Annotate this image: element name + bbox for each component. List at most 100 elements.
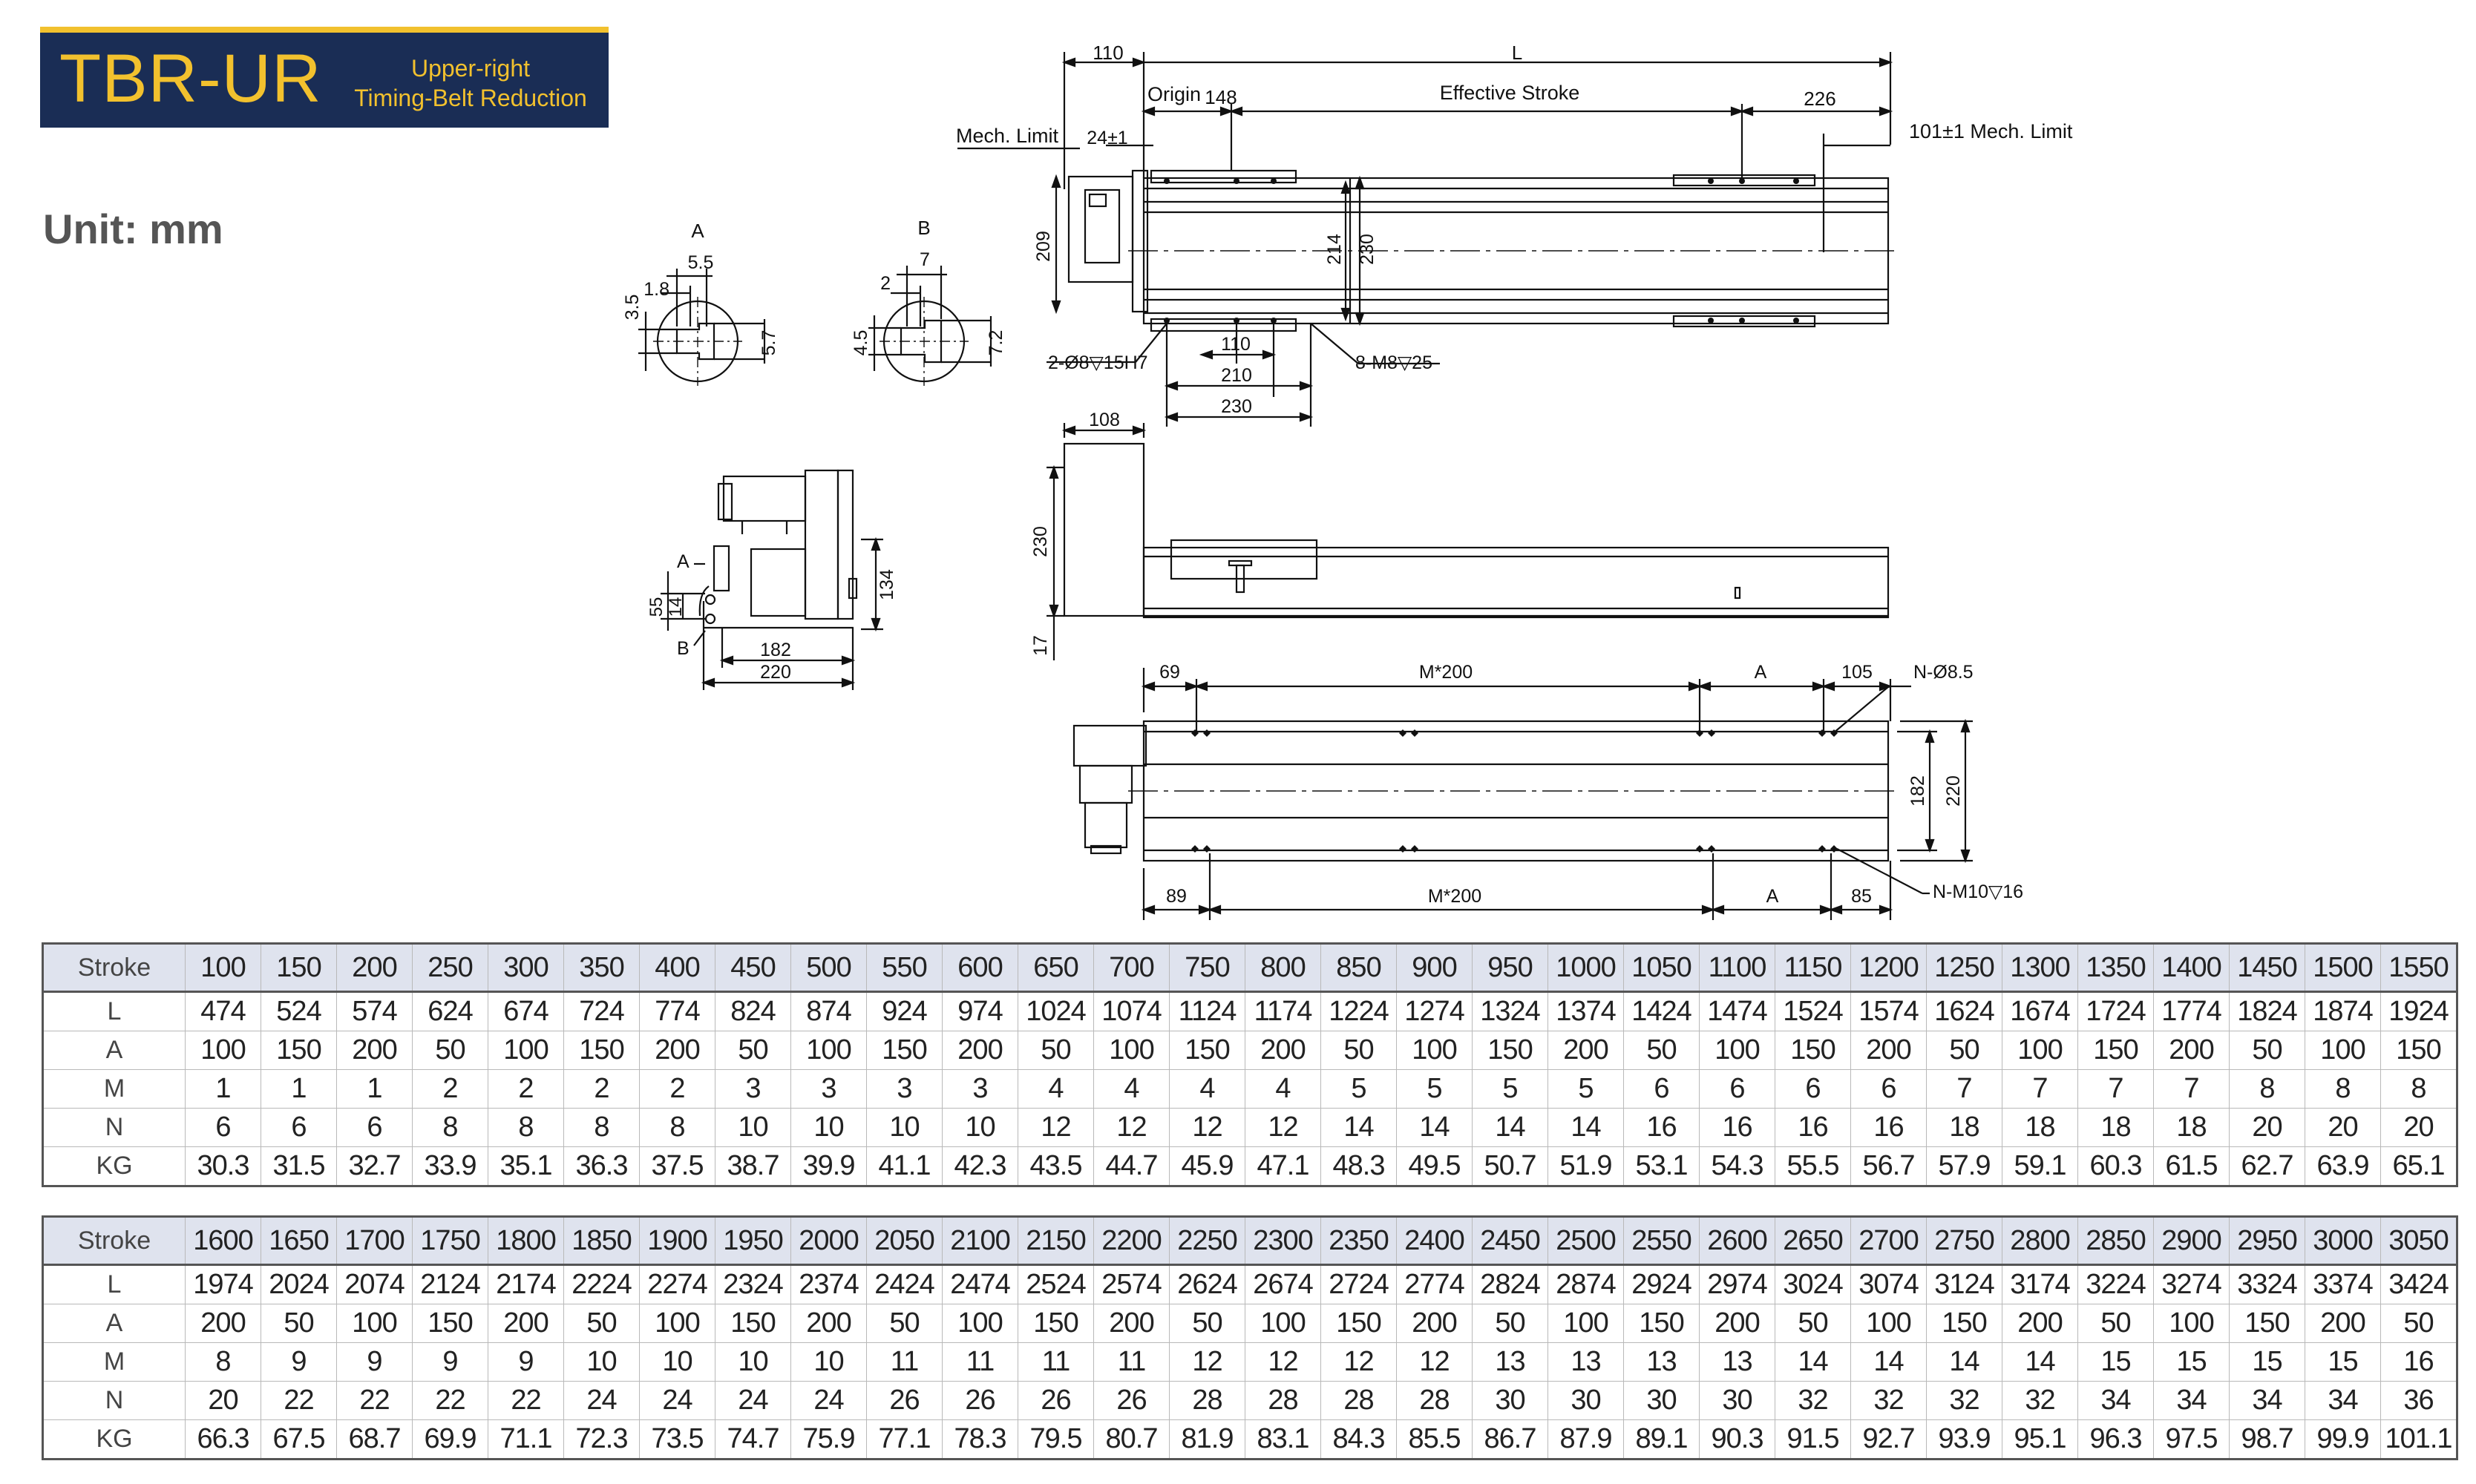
table-cell: 1174 <box>1245 991 1321 1031</box>
table-cell: 12 <box>1169 1108 1245 1147</box>
table-cell: 4 <box>1018 1069 1094 1109</box>
table-cell: 33.9 <box>412 1146 488 1186</box>
table-cell: 26 <box>1018 1381 1094 1420</box>
table-cell: 10 <box>790 1108 867 1147</box>
table-cell: 1400 <box>2153 943 2230 993</box>
table-cell: 100 <box>1245 1304 1321 1343</box>
mech-limit-left-label: Mech. Limit <box>956 125 1059 147</box>
table-cell: 300 <box>488 943 564 993</box>
table-cell: 86.7 <box>1472 1419 1548 1460</box>
table-cell: 16 <box>1775 1108 1851 1147</box>
table-cell: 1374 <box>1548 991 1624 1031</box>
table-cell: 200 <box>2002 1304 2078 1343</box>
table-cell: 28 <box>1396 1381 1473 1420</box>
table-cell: 75.9 <box>790 1419 867 1460</box>
table-cell: 200 <box>1699 1304 1775 1343</box>
end-view-label-a: A <box>677 551 690 572</box>
table-cell: 624 <box>412 991 488 1031</box>
row-label: A <box>42 1304 186 1343</box>
table-cell: 1650 <box>261 1216 337 1266</box>
table-cell: 524 <box>261 991 337 1031</box>
model-name: TBR-UR <box>59 41 322 116</box>
table-cell: 1724 <box>2077 991 2154 1031</box>
table-cell: 7 <box>2077 1069 2154 1109</box>
table-cell: 400 <box>639 943 715 993</box>
table-cell: 12 <box>1093 1108 1170 1147</box>
table-cell: 50 <box>1775 1304 1851 1343</box>
table-cell: 22 <box>488 1381 564 1420</box>
dim-220-end: 220 <box>760 662 791 683</box>
table-cell: 200 <box>1093 1304 1170 1343</box>
table-cell: 2924 <box>1623 1264 1700 1304</box>
model-badge: TBR-UR Upper-right Timing-Belt Reduction <box>40 27 609 128</box>
dim-a-top: A <box>1755 662 1767 683</box>
table-cell: 79.5 <box>1018 1419 1094 1460</box>
table-cell: 1 <box>336 1069 413 1109</box>
row-label: Stroke <box>42 943 186 993</box>
table-cell: 100 <box>488 1031 564 1070</box>
table-cell: 60.3 <box>2077 1146 2154 1186</box>
table-cell: 1250 <box>1926 943 2002 993</box>
dim-210: 210 <box>1221 365 1252 386</box>
table-cell: 22 <box>412 1381 488 1420</box>
table-cell: 24 <box>790 1381 867 1420</box>
table-cell: 100 <box>1548 1304 1624 1343</box>
table-cell: 950 <box>1472 943 1548 993</box>
table-cell: 43.5 <box>1018 1146 1094 1186</box>
table-cell: 50 <box>866 1304 943 1343</box>
hole-label-bottom: N-M10▽16 <box>1933 881 2023 902</box>
table-cell: 8 <box>412 1108 488 1147</box>
table-cell: 22 <box>261 1381 337 1420</box>
table-cell: 15 <box>2305 1342 2381 1382</box>
table-cell: 2900 <box>2153 1216 2230 1266</box>
table-cell: 8 <box>639 1108 715 1147</box>
table-cell: 474 <box>185 991 261 1031</box>
table-cell: 1550 <box>2380 943 2457 993</box>
table-cell: 50 <box>1472 1304 1548 1343</box>
table-cell: 2150 <box>1018 1216 1094 1266</box>
dim-14: 14 <box>666 597 686 617</box>
table-cell: 2500 <box>1548 1216 1624 1266</box>
table-cell: 750 <box>1169 943 1245 993</box>
table-cell: 100 <box>185 943 261 993</box>
table-cell: 47.1 <box>1245 1146 1321 1186</box>
table-cell: 2074 <box>336 1264 413 1304</box>
table-cell: 9 <box>488 1342 564 1382</box>
table-cell: 14 <box>1472 1108 1548 1147</box>
dim-a-bottom: A <box>1766 886 1779 907</box>
table-cell: 1 <box>185 1069 261 1109</box>
table-cell: 2850 <box>2077 1216 2154 1266</box>
table-cell: 12 <box>1169 1342 1245 1382</box>
table-cell: 50 <box>563 1304 640 1343</box>
table-cell: 3274 <box>2153 1264 2230 1304</box>
dim-24: 24±1 <box>1087 128 1127 148</box>
table-cell: 50 <box>2380 1304 2457 1343</box>
table-cell: 3 <box>866 1069 943 1109</box>
table-cell: 87.9 <box>1548 1419 1624 1460</box>
table-cell: 10 <box>715 1342 791 1382</box>
dim-230-vertical: 230 <box>1357 234 1378 265</box>
table-cell: 2550 <box>1623 1216 1700 1266</box>
table-cell: 11 <box>1018 1342 1094 1382</box>
table-cell: 3050 <box>2380 1216 2457 1266</box>
table-cell: 1450 <box>2229 943 2305 993</box>
table-cell: 71.1 <box>488 1419 564 1460</box>
table-cell: 574 <box>336 991 413 1031</box>
table-cell: 49.5 <box>1396 1146 1473 1186</box>
table-cell: 24 <box>639 1381 715 1420</box>
technical-drawing: 110 L Origin 148 Effective Stroke 226 Me… <box>622 42 2073 920</box>
table-cell: 3024 <box>1775 1264 1851 1304</box>
table-cell: 2374 <box>790 1264 867 1304</box>
effective-stroke-label: Effective Stroke <box>1440 82 1580 104</box>
table-cell: 8 <box>2380 1069 2457 1109</box>
table-cell: 7 <box>2153 1069 2230 1109</box>
table-cell: 32 <box>1850 1381 1927 1420</box>
table-cell: 150 <box>1018 1304 1094 1343</box>
table-cell: 10 <box>563 1342 640 1382</box>
table-cell: 36 <box>2380 1381 2457 1420</box>
table-cell: 15 <box>2229 1342 2305 1382</box>
table-cell: 1074 <box>1093 991 1170 1031</box>
